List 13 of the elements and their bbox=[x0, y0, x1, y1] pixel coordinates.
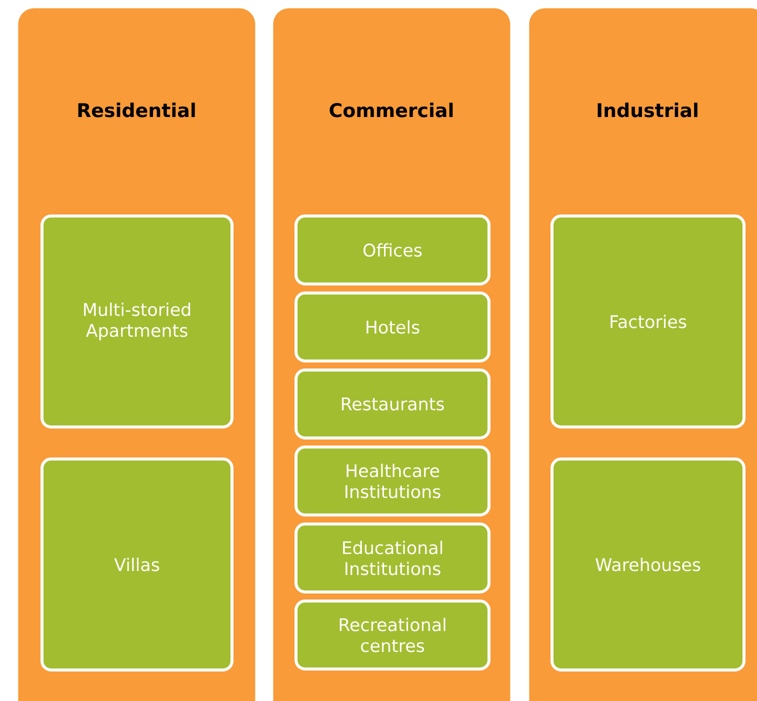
column-heading: Commercial bbox=[330, 102, 453, 118]
category-box: Recreational centres bbox=[294, 600, 490, 670]
category-box: Offices bbox=[294, 214, 490, 286]
category-box: Hotels bbox=[294, 292, 490, 362]
category-box: Restaurants bbox=[294, 368, 490, 440]
category-box: Villas bbox=[40, 458, 234, 672]
category-box: Healthcare Institutions bbox=[294, 446, 490, 516]
column-heading: Industrial bbox=[598, 102, 698, 118]
column-heading: Residential bbox=[78, 102, 195, 118]
category-box: Factories bbox=[550, 214, 746, 428]
category-box: Warehouses bbox=[550, 458, 746, 672]
category-box: Educational Institutions bbox=[294, 522, 490, 594]
category-box: Multi-storied Apartments bbox=[40, 214, 234, 428]
